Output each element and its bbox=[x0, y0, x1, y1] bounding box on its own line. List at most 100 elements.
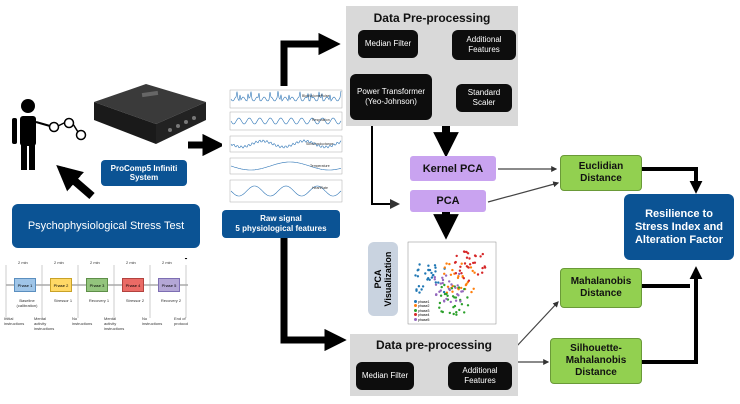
scatter-point bbox=[448, 262, 451, 266]
scatter-point bbox=[481, 271, 484, 274]
scatter-point bbox=[467, 279, 471, 282]
scatter-point bbox=[443, 292, 447, 296]
raw-signal-label: Raw signal 5 physiological features bbox=[222, 210, 340, 238]
scatter-point bbox=[454, 286, 457, 289]
scatter-legend-item: phase1 bbox=[414, 300, 429, 304]
scatter-point bbox=[446, 285, 450, 288]
trace-frame bbox=[229, 157, 343, 175]
legend-label: phase5 bbox=[418, 317, 430, 322]
pca-visualization-label: PCA Visualization bbox=[368, 242, 398, 316]
scatter-point bbox=[444, 274, 448, 277]
scatter-point bbox=[453, 261, 457, 264]
trace-label-3: SkinConductance bbox=[306, 142, 334, 146]
scatter-point bbox=[445, 297, 448, 301]
legend-swatch bbox=[414, 300, 417, 303]
scatter-point bbox=[420, 288, 423, 291]
scatter-point bbox=[434, 266, 437, 269]
scatter-point bbox=[479, 255, 482, 258]
signal-trace bbox=[230, 139, 342, 149]
phase-name-4: Stressor 2 bbox=[125, 298, 145, 303]
scatter-point bbox=[451, 295, 455, 298]
scatter-point bbox=[439, 282, 442, 285]
scatter-point bbox=[441, 278, 445, 282]
arrow-signal-to-bottom-panel bbox=[280, 238, 347, 352]
scatter-point bbox=[463, 250, 466, 253]
scatter-point bbox=[460, 272, 463, 275]
euclidian-distance-box: Euclidian Distance bbox=[560, 155, 642, 191]
scatter-point bbox=[443, 272, 446, 275]
scatter-point bbox=[418, 263, 421, 266]
scatter-point bbox=[454, 299, 458, 302]
scatter-point bbox=[466, 252, 470, 255]
scatter-point bbox=[481, 252, 484, 256]
scatter-point bbox=[463, 311, 466, 314]
trace-frame bbox=[229, 179, 343, 203]
scatter-point bbox=[452, 312, 455, 316]
scatter-point bbox=[471, 269, 474, 273]
median-filter-box: Median Filter bbox=[358, 30, 418, 58]
scatter-point bbox=[468, 263, 472, 266]
scatter-point bbox=[449, 273, 453, 276]
raw-signal-plot: BlodVolumePulse Respiration SkinConducta… bbox=[222, 86, 346, 208]
scatter-legend-item: phase2 bbox=[414, 304, 429, 308]
legend-swatch bbox=[414, 304, 417, 308]
scatter-point bbox=[414, 274, 417, 277]
scatter-point bbox=[465, 282, 468, 286]
timeline-arrows bbox=[5, 258, 188, 318]
procomp-device-image bbox=[94, 84, 206, 144]
trace-frame bbox=[229, 111, 343, 131]
scatter-point bbox=[456, 284, 459, 287]
scatter-point bbox=[448, 280, 451, 283]
legend-swatch bbox=[414, 308, 417, 312]
scatter-point bbox=[439, 294, 443, 297]
scatter-point bbox=[483, 265, 486, 268]
legend-swatch bbox=[414, 317, 417, 321]
scatter-point bbox=[430, 276, 434, 279]
scatter-point bbox=[459, 300, 462, 303]
scatter-point bbox=[472, 261, 475, 265]
scatter-point bbox=[451, 290, 454, 293]
pca-visualization-text: PCA Visualization bbox=[373, 251, 393, 307]
scatter-point bbox=[454, 296, 458, 299]
scatter-point bbox=[466, 296, 469, 299]
scatter-point bbox=[463, 287, 466, 291]
scatter-point bbox=[441, 310, 444, 314]
scatter-point bbox=[438, 306, 441, 309]
scatter-point bbox=[481, 266, 484, 270]
scatter-point bbox=[424, 272, 427, 275]
scatter-point bbox=[458, 272, 461, 276]
additional-features-box: Additional Features bbox=[452, 30, 516, 60]
scatter-point bbox=[439, 289, 442, 292]
note-2: Mental activity instructions bbox=[34, 316, 55, 331]
scatter-legend-item: phase4 bbox=[414, 313, 429, 317]
arrow-signal-to-top-panel bbox=[280, 32, 341, 86]
scatter-point bbox=[468, 257, 471, 260]
signal-trace bbox=[230, 161, 342, 171]
duration-5: 2 min bbox=[162, 260, 172, 265]
scatter-legend-item: phase5 bbox=[414, 317, 430, 322]
scatter-point bbox=[460, 286, 463, 290]
phase-name-5: Recovery 2 bbox=[160, 298, 182, 303]
scatter-point bbox=[437, 281, 440, 284]
scatter-point bbox=[455, 254, 458, 258]
scatter-point bbox=[453, 304, 457, 308]
phase-name-1: Baseline (calibration) bbox=[16, 298, 38, 308]
scatter-point bbox=[457, 275, 460, 278]
scatter-point bbox=[447, 287, 451, 290]
pca-box: PCA bbox=[410, 190, 486, 212]
scatter-point bbox=[472, 287, 475, 290]
scatter-point bbox=[467, 266, 470, 269]
scatter-point bbox=[433, 278, 436, 281]
scatter-point bbox=[442, 290, 446, 294]
scatter-point bbox=[417, 268, 420, 271]
scatter-point bbox=[445, 262, 448, 265]
trace-label-2: Respiration bbox=[312, 118, 330, 122]
mahalanobis-distance-box: Mahalanobis Distance bbox=[560, 268, 642, 308]
scatter-point bbox=[465, 250, 468, 254]
note-4: Mental activity instructions bbox=[104, 316, 125, 331]
legend-label: phase4 bbox=[418, 313, 430, 318]
trace-label-1: BlodVolumePulse bbox=[302, 94, 330, 98]
scatter-point bbox=[476, 273, 480, 276]
